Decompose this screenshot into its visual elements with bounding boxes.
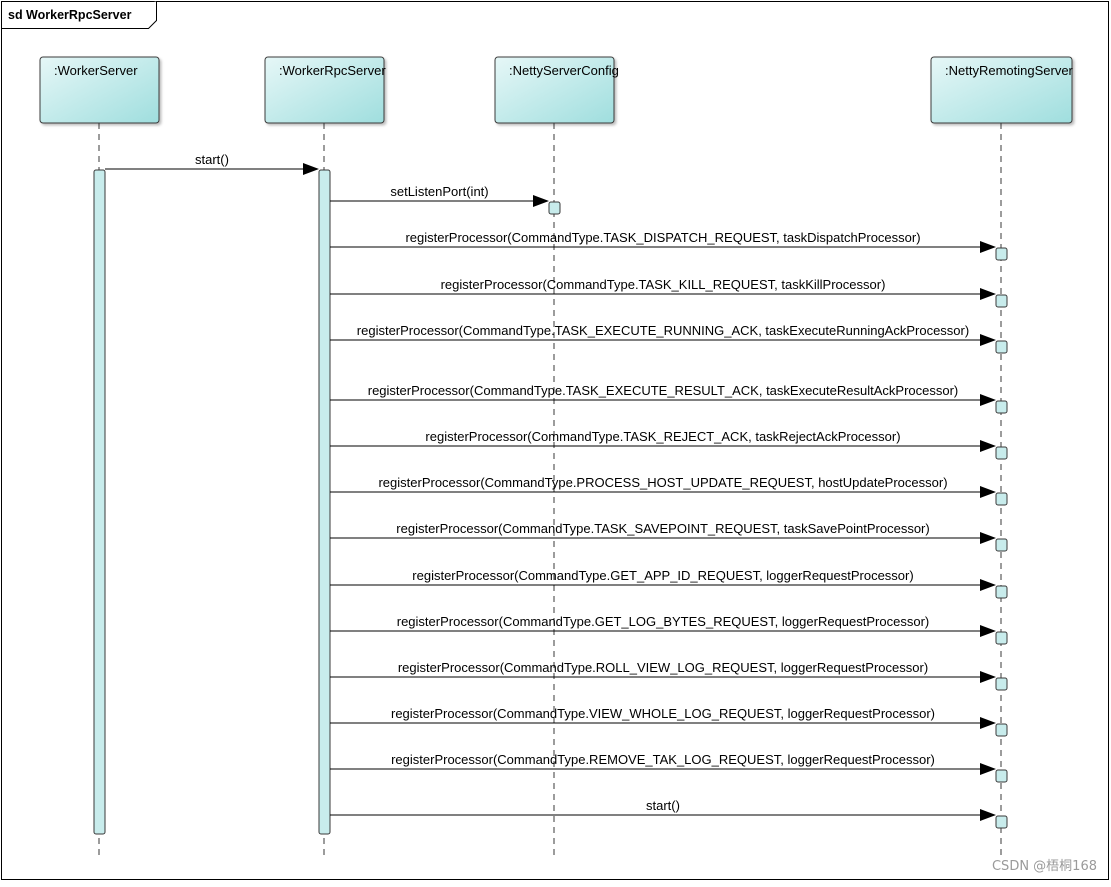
frame-label: sd WorkerRpcServer (8, 8, 132, 22)
message-label: start() (646, 798, 680, 813)
participant-nsc[interactable]: :NettyServerConfig (494, 56, 619, 124)
activation-nsc-1 (548, 201, 561, 215)
message-arrowhead (980, 532, 996, 544)
message-label: registerProcessor(CommandType.REMOVE_TAK… (391, 752, 935, 767)
message-label: start() (195, 152, 229, 167)
activation-nrs-12 (995, 723, 1008, 737)
message-arrowhead (980, 809, 996, 821)
participant-label: :WorkerServer (54, 63, 138, 78)
message-11: registerProcessor(CommandType.ROLL_VIEW_… (330, 660, 1008, 691)
message-1: setListenPort(int) (330, 184, 561, 215)
activation-nrs-3 (995, 294, 1008, 308)
message-label: registerProcessor(CommandType.ROLL_VIEW_… (398, 660, 928, 675)
message-arrowhead (980, 671, 996, 683)
message-label: registerProcessor(CommandType.TASK_DISPA… (405, 230, 920, 245)
activation-ws (93, 169, 106, 835)
message-arrowhead (980, 334, 996, 346)
message-label: registerProcessor(CommandType.TASK_EXECU… (357, 323, 969, 338)
watermark: CSDN @梧桐168 (991, 859, 1097, 874)
participant-label: :NettyRemotingServer (945, 63, 1074, 78)
message-13: registerProcessor(CommandType.REMOVE_TAK… (330, 752, 1008, 783)
message-arrowhead (980, 579, 996, 591)
message-4: registerProcessor(CommandType.TASK_EXECU… (330, 323, 1008, 354)
participant-label: :NettyServerConfig (509, 63, 619, 78)
message-5: registerProcessor(CommandType.TASK_EXECU… (330, 383, 1008, 414)
message-label: setListenPort(int) (390, 184, 488, 199)
message-arrowhead (303, 163, 319, 175)
activation-nrs-5 (995, 400, 1008, 414)
message-label: registerProcessor(CommandType.PROCESS_HO… (378, 475, 947, 490)
message-arrowhead (980, 625, 996, 637)
participant-label: :WorkerRpcServer (279, 63, 386, 78)
activation-nrs-13 (995, 769, 1008, 783)
activation-nrs-7 (995, 492, 1008, 506)
message-label: registerProcessor(CommandType.TASK_SAVEP… (396, 521, 929, 536)
activation-nrs-6 (995, 446, 1008, 460)
activation-nrs-8 (995, 538, 1008, 552)
message-label: registerProcessor(CommandType.TASK_REJEC… (425, 429, 900, 444)
message-0: start() (105, 152, 319, 175)
participant-box (264, 56, 385, 124)
activation-nrs-9 (995, 585, 1008, 599)
message-arrowhead (533, 195, 549, 207)
participant-box (494, 56, 615, 124)
activation-nrs-10 (995, 631, 1008, 645)
message-arrowhead (980, 486, 996, 498)
message-label: registerProcessor(CommandType.TASK_KILL_… (441, 277, 886, 292)
participant-box (930, 56, 1073, 124)
message-12: registerProcessor(CommandType.VIEW_WHOLE… (330, 706, 1008, 737)
activation-wrs (318, 169, 331, 835)
message-14: start() (330, 798, 1008, 829)
participant-nrs[interactable]: :NettyRemotingServer (930, 56, 1074, 124)
message-label: registerProcessor(CommandType.VIEW_WHOLE… (391, 706, 935, 721)
message-arrowhead (980, 717, 996, 729)
activation-nrs-4 (995, 340, 1008, 354)
message-label: registerProcessor(CommandType.GET_APP_ID… (412, 568, 913, 583)
message-8: registerProcessor(CommandType.TASK_SAVEP… (330, 521, 1008, 552)
activation-nrs-2 (995, 247, 1008, 261)
message-arrowhead (980, 394, 996, 406)
message-arrowhead (980, 440, 996, 452)
message-7: registerProcessor(CommandType.PROCESS_HO… (330, 475, 1008, 506)
message-label: registerProcessor(CommandType.GET_LOG_BY… (397, 614, 929, 629)
activation-nrs-14 (995, 815, 1008, 829)
participant-ws[interactable]: :WorkerServer (39, 56, 160, 124)
message-arrowhead (980, 241, 996, 253)
frame-label-tab (1, 1, 157, 29)
message-2: registerProcessor(CommandType.TASK_DISPA… (330, 230, 1008, 261)
message-6: registerProcessor(CommandType.TASK_REJEC… (330, 429, 1008, 460)
message-3: registerProcessor(CommandType.TASK_KILL_… (330, 277, 1008, 308)
activation-nrs-11 (995, 677, 1008, 691)
message-arrowhead (980, 288, 996, 300)
participant-wrs[interactable]: :WorkerRpcServer (264, 56, 386, 124)
message-10: registerProcessor(CommandType.GET_LOG_BY… (330, 614, 1008, 645)
message-9: registerProcessor(CommandType.GET_APP_ID… (330, 568, 1008, 599)
message-arrowhead (980, 763, 996, 775)
participant-box (39, 56, 160, 124)
message-label: registerProcessor(CommandType.TASK_EXECU… (368, 383, 959, 398)
